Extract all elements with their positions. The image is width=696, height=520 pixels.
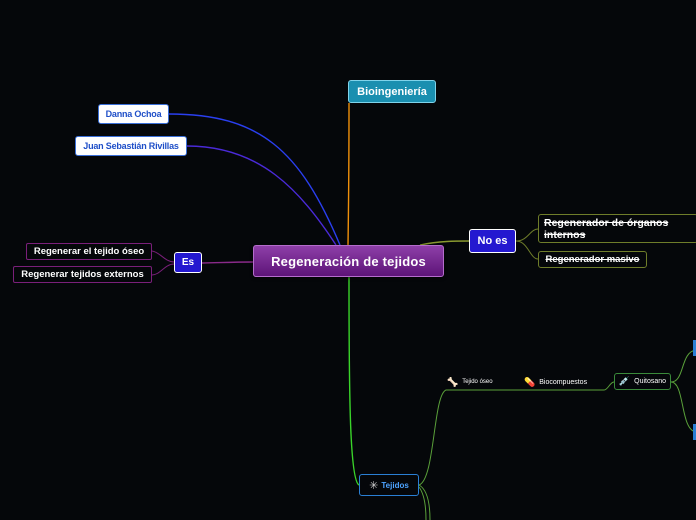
link-quitosano-down <box>670 381 696 433</box>
syringe-icon: 💉 <box>618 376 631 386</box>
central-topic[interactable]: Regeneración de tejidos <box>253 245 444 277</box>
topic-bioingenieria[interactable]: Bioingeniería <box>348 80 436 103</box>
link-tejidos-down-1 <box>418 484 431 520</box>
topic-no-es[interactable]: No es <box>469 229 516 253</box>
tejido-oseo-label: Tejido óseo <box>462 379 493 385</box>
quitosano-label: Quitosano <box>634 378 667 385</box>
topic-tejidos[interactable]: ✳ Tejidos <box>359 474 419 496</box>
link-tejidos <box>348 276 360 486</box>
offscreen-node-edge-1 <box>693 340 696 356</box>
offscreen-node-edge-2 <box>693 424 696 440</box>
link-noes-1 <box>515 228 539 242</box>
author-juan[interactable]: Juan Sebastián Rivillas <box>75 136 187 156</box>
author-danna[interactable]: Danna Ochoa <box>98 104 169 124</box>
biocompuestos-label: Biocompuestos <box>539 378 588 386</box>
topic-es[interactable]: Es <box>174 252 202 273</box>
bone-icon: 🦴 <box>447 376 459 387</box>
subtopic-biocompuestos[interactable]: 💊 Biocompuestos <box>524 376 604 388</box>
link-tejido-oseo <box>418 381 615 486</box>
no-es-item-organos[interactable]: Regenerador de órganos internos <box>538 214 696 243</box>
link-tejidos-down-2 <box>418 486 427 520</box>
link-es-2 <box>151 263 175 276</box>
tejidos-label: Tejidos <box>381 480 409 490</box>
subtopic-tejido-oseo[interactable]: 🦴 Tejido óseo <box>447 376 507 388</box>
link-noes-2 <box>515 240 539 260</box>
no-es-item-masivo[interactable]: Regenerador masivo <box>538 251 647 268</box>
link-bioingenieria <box>347 102 350 246</box>
asterisk-icon: ✳ <box>369 479 379 492</box>
es-item-tejido-oseo[interactable]: Regenerar el tejido óseo <box>26 243 152 260</box>
es-item-tejidos-externos[interactable]: Regenerar tejidos externos <box>13 266 152 283</box>
link-juan <box>186 145 337 246</box>
subtopic-quitosano[interactable]: 💉 Quitosano <box>614 373 671 390</box>
link-es <box>201 261 254 264</box>
link-noes <box>419 240 470 246</box>
link-quitosano-up <box>670 349 696 383</box>
link-danna <box>168 113 341 246</box>
link-es-1 <box>151 250 175 263</box>
capsule-icon: 💊 <box>524 376 536 387</box>
